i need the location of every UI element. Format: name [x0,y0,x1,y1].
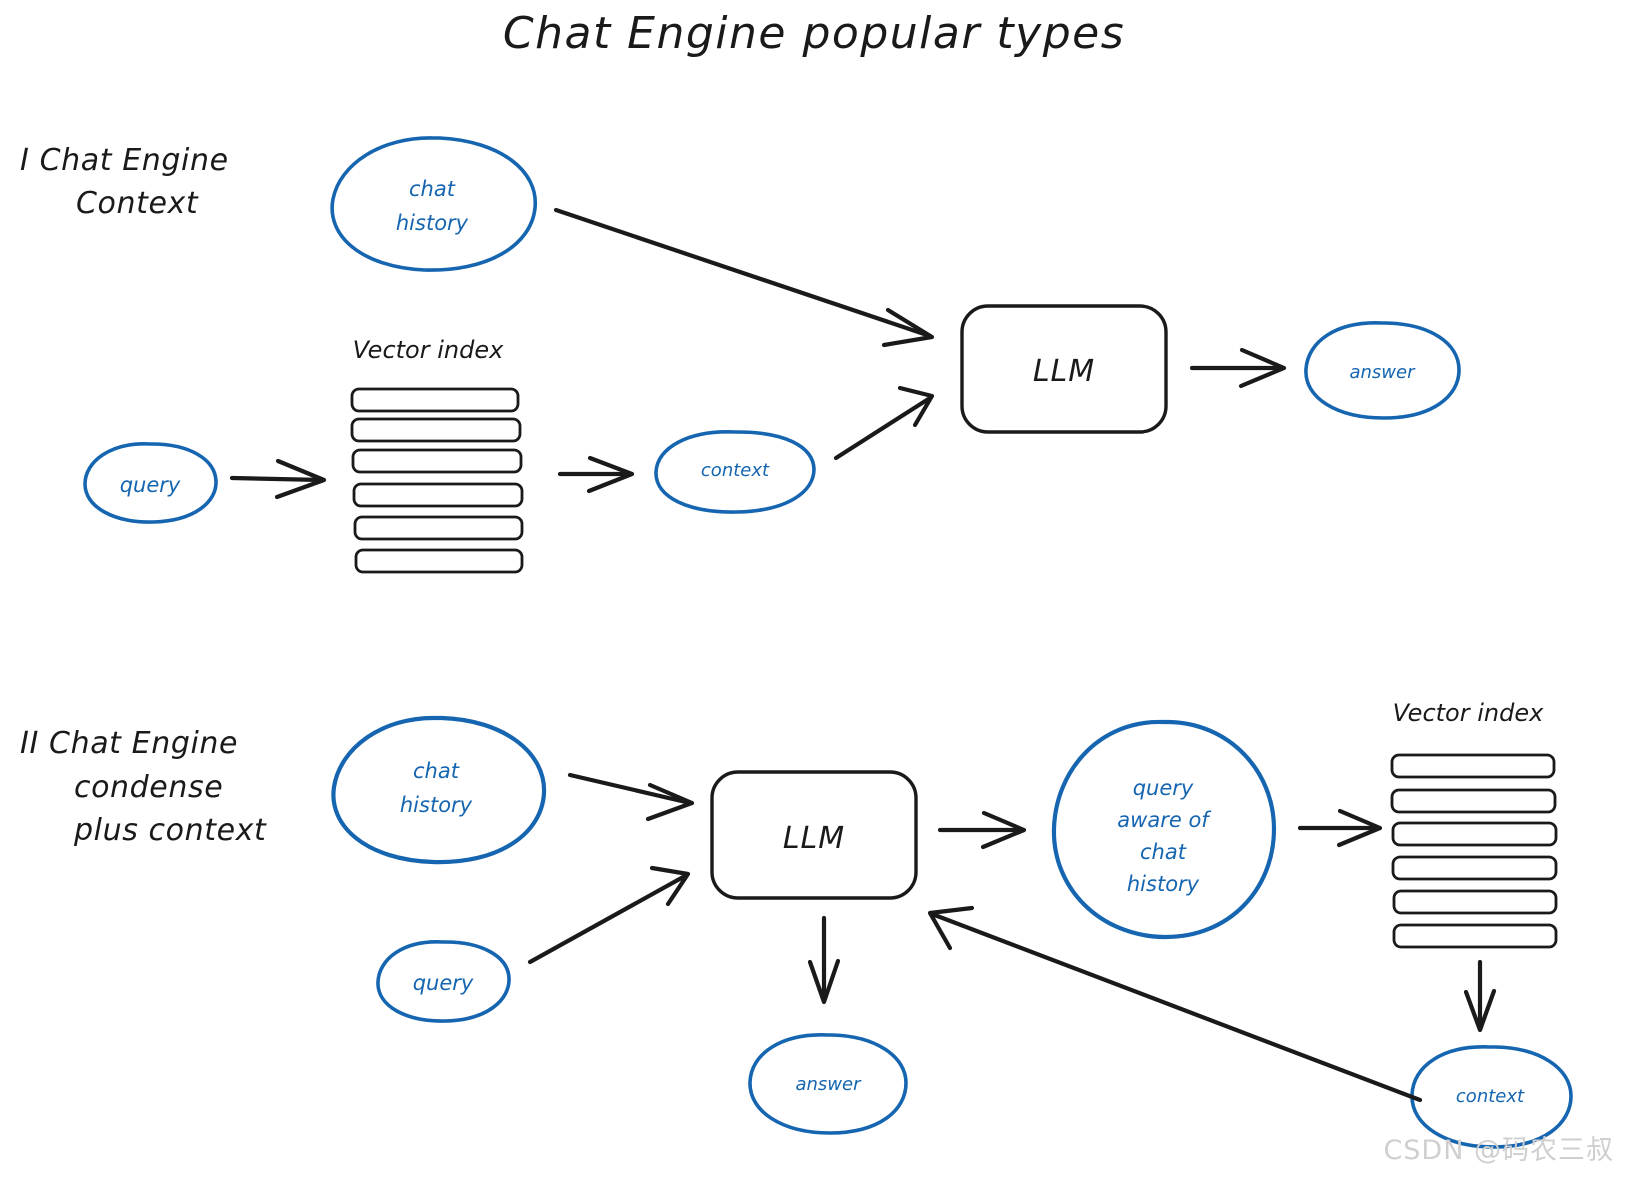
section-two-label-line1: II Chat Engine [20,726,238,761]
edge-llm-to-answer-2 [807,915,841,1005]
edge-vector-index-to-context-1 [557,455,635,494]
node-chat-history-1[interactable]: chat history [330,136,537,272]
node-chat-history-1-line2: history [396,211,469,235]
edge-chat-history-to-llm-2 [567,772,695,822]
section-one-label-line2: Context [76,186,199,221]
node-context-1-label: context [701,460,770,481]
node-query-1[interactable]: query [83,442,218,524]
edge-context-to-llm-1 [833,385,935,461]
node-context-2-label: context [1456,1086,1525,1107]
node-query-aware-line4: history [1127,872,1200,896]
edge-query-aware-to-vector-index-2 [1297,808,1383,848]
watermark: CSDN @码农三叔 [1383,1135,1614,1166]
node-answer-1-label: answer [1349,362,1416,383]
node-context-2[interactable]: context [1410,1045,1573,1149]
node-query-1-label: query [120,473,181,497]
node-query-aware-line2: aware of [1117,808,1212,832]
section-two-label-line3: plus context [73,813,267,848]
node-llm-2-label: LLM [783,821,845,856]
node-query-aware-line1: query [1133,776,1194,800]
edge-query-to-vector-index-1 [229,458,327,500]
node-context-1[interactable]: context [654,430,816,514]
vector-index-caption-2: Vector index [1393,699,1544,727]
edge-llm-to-answer-1 [1189,347,1287,389]
node-answer-2-label: answer [795,1074,862,1095]
edge-query-to-llm-2 [527,865,691,965]
node-llm-1[interactable]: LLM [960,304,1168,434]
node-query-aware-line3: chat [1140,840,1187,864]
section-two-label-line2: condense [74,770,223,805]
node-answer-2[interactable]: answer [748,1033,908,1135]
edge-vector-index-to-context-2 [1463,959,1497,1033]
vector-index-1[interactable] [350,387,524,574]
section-one-label-line1: I Chat Engine [20,143,229,178]
node-chat-history-2-line2: history [400,793,473,817]
node-llm-2[interactable]: LLM [710,770,918,900]
node-chat-history-2-line1: chat [413,759,460,783]
vector-index-caption-1: Vector index [353,336,504,364]
vector-index-2[interactable] [1390,753,1558,949]
edge-context-to-llm-2 [927,905,1423,1103]
node-answer-1[interactable]: answer [1304,321,1461,420]
node-llm-1-label: LLM [1033,354,1095,389]
page-title: Chat Engine popular types [503,8,1125,59]
edge-chat-history-to-llm-1 [553,207,935,348]
edge-llm-to-query-aware-2 [937,810,1027,850]
node-query-2[interactable]: query [376,940,511,1023]
section-two: II Chat Engine condense plus context cha… [20,699,1573,1149]
node-query-aware-of-chat-history[interactable]: query aware of chat history [1051,719,1277,940]
section-one: I Chat Engine Context chat history Vecto… [20,136,1461,574]
node-query-2-label: query [413,971,474,995]
node-chat-history-2[interactable]: chat history [331,715,547,865]
node-chat-history-1-line1: chat [409,177,456,201]
